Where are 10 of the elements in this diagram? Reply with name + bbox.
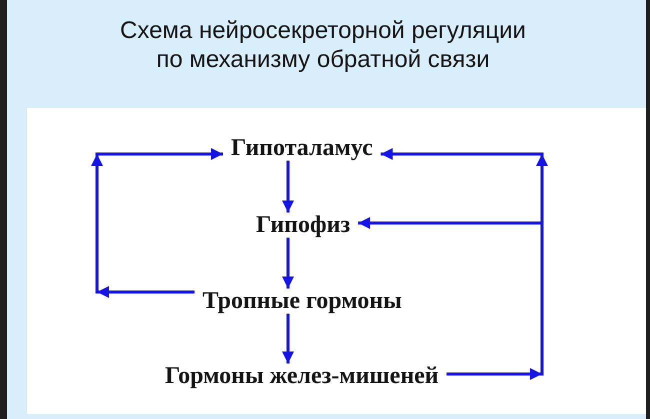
diagram-title: Схема нейросекреторной регуляции по механизму обратной связи: [119, 16, 527, 74]
node-label: Гипоталамус: [223, 136, 381, 161]
node-label: Гормоны желез-мишеней: [157, 364, 447, 389]
node-label: Тропные гормоны: [194, 288, 410, 314]
arrow: [380, 148, 548, 380]
arrow: [358, 217, 544, 376]
arrow: [282, 314, 294, 364]
node-label: Гипофиз: [248, 212, 358, 238]
arrow: [282, 160, 294, 212]
arrow: [282, 238, 294, 288]
